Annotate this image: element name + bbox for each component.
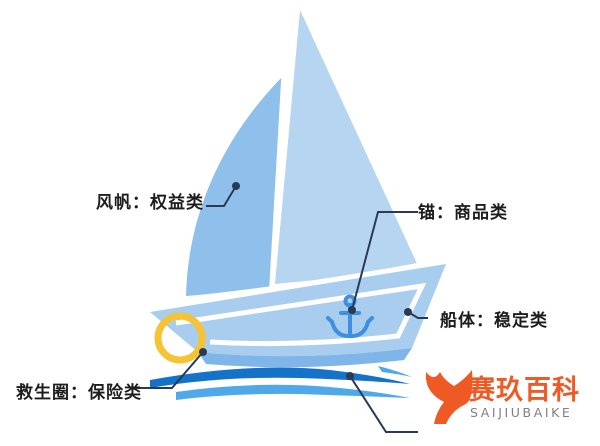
watermark-name: 赛玖百科 (468, 375, 580, 406)
wave-top (378, 366, 412, 377)
mast (269, 11, 289, 293)
deck-line (179, 259, 441, 303)
anchor-label: 锚：商品类 (418, 203, 508, 223)
anchor-leader (351, 211, 418, 311)
hull-label: 船体：稳定类 (440, 311, 548, 331)
whale-tail-icon (425, 370, 473, 424)
wave-leader (349, 375, 418, 433)
lifebuoy-icon (154, 312, 206, 364)
lifebuoy-leader (134, 351, 204, 389)
lifebuoy-label: 救生圈：保险类 (16, 383, 142, 403)
watermark-subtitle: SAIJIUBAIKE (470, 405, 573, 420)
wave-light (176, 384, 410, 400)
back-sail (275, 10, 420, 284)
hull-outline (175, 282, 427, 347)
hull-stripe (198, 348, 412, 368)
leader-lines (134, 185, 428, 433)
sail-label: 风帆：权益类 (96, 193, 204, 213)
anchor-icon (326, 294, 374, 339)
sail-leader (206, 185, 237, 207)
leader-dots (199, 182, 412, 380)
hull (150, 264, 446, 357)
wave-dark (150, 367, 410, 388)
